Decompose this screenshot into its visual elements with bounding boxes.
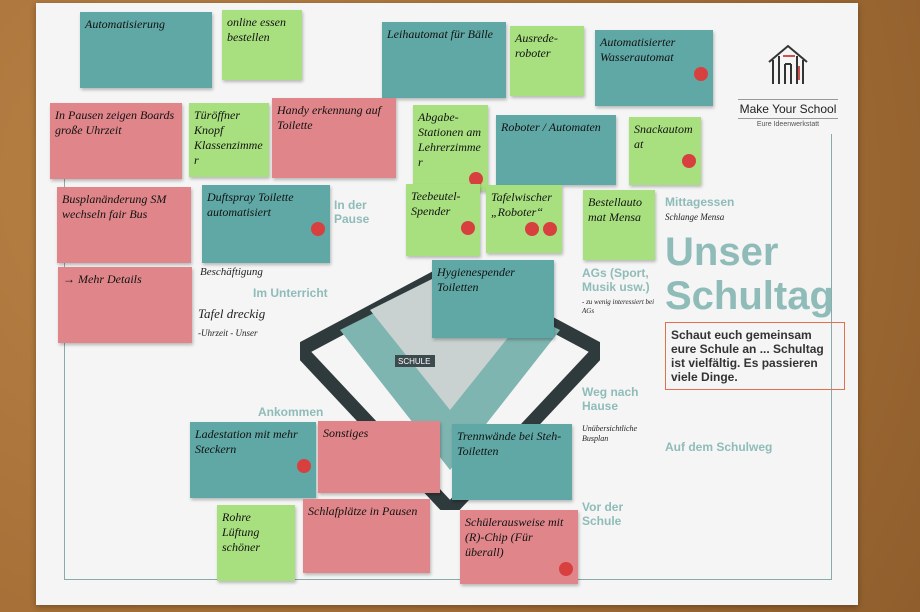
section-label: Auf dem Schulweg bbox=[665, 440, 773, 454]
sticky-note: Automatisierter Wasserautomat bbox=[595, 30, 713, 106]
vote-dot bbox=[682, 154, 696, 168]
vote-dots bbox=[418, 172, 483, 186]
section-label: Weg nach Hause bbox=[582, 385, 639, 413]
poster-intro: Schaut euch gemeinsam eure Schule an ...… bbox=[665, 322, 845, 390]
vote-dots bbox=[634, 154, 696, 168]
sticky-note-text: Abgabe-Stationen am Lehrerzimmer bbox=[418, 110, 481, 169]
vote-dot bbox=[525, 222, 539, 236]
sticky-note-text: online essen bestellen bbox=[227, 15, 286, 44]
sticky-note: Sonstiges bbox=[318, 421, 440, 493]
sticky-note-text: Schlafplätze in Pausen bbox=[308, 504, 418, 518]
poster-frame bbox=[64, 134, 832, 580]
section-label: Vor der Schule bbox=[582, 500, 624, 528]
sticky-note: Ausrede-roboter bbox=[510, 26, 584, 96]
sticky-note-text: Automatisierung bbox=[85, 17, 165, 31]
vote-dot bbox=[311, 222, 325, 236]
sticky-note: Trennwände bei Steh-Toiletten bbox=[452, 424, 572, 500]
sticky-note: Türöffner Knopf Klassenzimmer bbox=[189, 103, 269, 177]
sticky-note: Rohre Lüftung schöner bbox=[217, 505, 295, 581]
handwritten-note: - zu wenig interessiert bei AGs bbox=[582, 298, 655, 315]
make-your-school-logo: Make Your School Eure Ideenwerkstatt bbox=[738, 42, 838, 128]
sticky-note-text: Bestellautomat Mensa bbox=[588, 195, 642, 224]
handwritten-note: Unübersichtliche Busplan bbox=[582, 424, 638, 443]
sticky-note: Handy erkennung auf Toilette bbox=[272, 98, 396, 178]
vote-dot bbox=[461, 221, 475, 235]
house-maze-icon bbox=[768, 44, 808, 84]
sticky-note-text: Snackautomat bbox=[634, 122, 693, 151]
vote-dots bbox=[491, 222, 557, 236]
vote-dot bbox=[469, 172, 483, 186]
sticky-note: Roboter / Automaten bbox=[496, 115, 616, 185]
handwritten-note: Schlange Mensa bbox=[665, 212, 725, 222]
sticky-note-text: Teebeutel-Spender bbox=[411, 189, 461, 218]
sticky-note-text: Ladestation mit mehr Steckern bbox=[195, 427, 298, 456]
handwritten-note: -Uhrzeit - Unser bbox=[198, 328, 258, 338]
sticky-note-text: Leihautomat für Bälle bbox=[387, 27, 493, 41]
sticky-note: Leihautomat für Bälle bbox=[382, 22, 506, 98]
vote-dots bbox=[411, 221, 475, 235]
school-sign: SCHULE bbox=[398, 357, 430, 366]
sticky-note: Bestellautomat Mensa bbox=[583, 190, 655, 260]
vote-dots bbox=[207, 222, 325, 236]
sticky-note: Schülerausweise mit (R)-Chip (Für überal… bbox=[460, 510, 578, 584]
sticky-note-text: Trennwände bei Steh-Toiletten bbox=[457, 429, 562, 458]
section-label: Ankommen bbox=[258, 405, 324, 419]
poster-title: Unser Schultag bbox=[665, 230, 834, 318]
vote-dot bbox=[543, 222, 557, 236]
sticky-note-text: Busplanänderung SM wechseln fair Bus bbox=[62, 192, 167, 221]
sticky-note-text: Handy erkennung auf Toilette bbox=[277, 103, 381, 132]
section-label: Mittagessen bbox=[665, 195, 735, 209]
sticky-note-text: Rohre Lüftung schöner bbox=[222, 510, 260, 554]
sticky-note: online essen bestellen bbox=[222, 10, 302, 80]
vote-dots bbox=[600, 67, 708, 81]
vote-dot bbox=[297, 459, 311, 473]
sticky-note: Abgabe-Stationen am Lehrerzimmer bbox=[413, 105, 488, 191]
sticky-note: Teebeutel-Spender bbox=[406, 184, 480, 256]
logo-tagline: Eure Ideenwerkstatt bbox=[756, 121, 820, 128]
sticky-note: Snackautomat bbox=[629, 117, 701, 185]
sticky-note-text: Duftspray Toilette automatisiert bbox=[207, 190, 294, 219]
sticky-note-text: Automatisierter Wasserautomat bbox=[600, 35, 676, 64]
sticky-note: Schlafplätze in Pausen bbox=[303, 499, 430, 573]
sticky-note: Automatisierung bbox=[80, 12, 212, 88]
vote-dot bbox=[559, 562, 573, 576]
section-label: Im Unterricht bbox=[253, 286, 328, 300]
vote-dot bbox=[694, 67, 708, 81]
sticky-note-text: Ausrede-roboter bbox=[515, 31, 558, 60]
section-label: AGs (Sport, Musik usw.) bbox=[582, 266, 650, 294]
sticky-note: In Pausen zeigen Boards große Uhrzeit bbox=[50, 103, 182, 179]
sticky-note: → Mehr Details bbox=[58, 267, 192, 343]
sticky-note-text: Tafelwischer „Roboter“ bbox=[491, 190, 552, 219]
sticky-note-text: Schülerausweise mit (R)-Chip (Für überal… bbox=[465, 515, 564, 559]
sticky-note: Ladestation mit mehr Steckern bbox=[190, 422, 316, 498]
sticky-note: Hygienespender Toiletten bbox=[432, 260, 554, 338]
vote-dots bbox=[465, 562, 573, 576]
logo-name: Make Your School bbox=[738, 99, 838, 119]
handwritten-note: Tafel dreckig bbox=[198, 306, 266, 321]
sticky-note-text: Türöffner Knopf Klassenzimmer bbox=[194, 108, 263, 167]
sticky-note-text: Hygienespender Toiletten bbox=[437, 265, 515, 294]
sticky-note: Duftspray Toilette automatisiert bbox=[202, 185, 330, 263]
sticky-note-text: Sonstiges bbox=[323, 426, 369, 440]
section-label: In der Pause bbox=[334, 198, 370, 226]
sticky-note-text: Roboter / Automaten bbox=[501, 120, 601, 134]
handwritten-note: Beschäftigung bbox=[200, 266, 263, 278]
sticky-note: Busplanänderung SM wechseln fair Bus bbox=[57, 187, 191, 263]
sticky-note-text: In Pausen zeigen Boards große Uhrzeit bbox=[55, 108, 175, 137]
sticky-note: Tafelwischer „Roboter“ bbox=[486, 185, 562, 253]
sticky-note-text: → Mehr Details bbox=[63, 272, 142, 286]
vote-dots bbox=[195, 459, 311, 473]
